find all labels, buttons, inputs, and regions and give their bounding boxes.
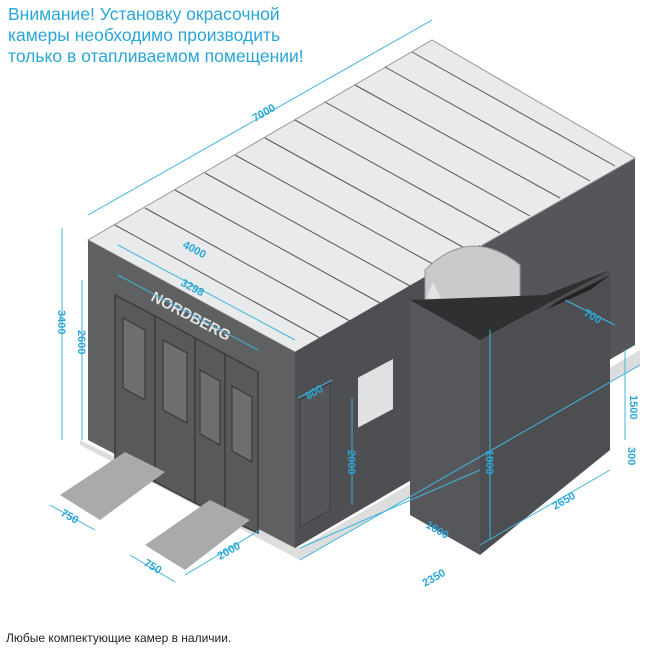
filter-unit-left (410, 300, 480, 555)
side-door (299, 382, 331, 528)
roof (86, 39, 637, 353)
dim-filter-unit-height: 1800 (483, 450, 495, 474)
installation-warning: Внимание! Установку окрасочной камеры не… (8, 4, 304, 67)
dim-door-height: 2600 (75, 330, 87, 354)
dim-offset: 2350 (421, 567, 448, 590)
door-windows (122, 317, 253, 463)
ramp-right (145, 500, 250, 570)
dimension-lines (49, 19, 641, 583)
warning-line: Внимание! Установку окрасочной (8, 4, 280, 24)
warning-line: только в отапливаемом помещении! (8, 46, 304, 66)
filter-opening (545, 275, 610, 310)
ramp-left (60, 452, 165, 520)
dim-height-total: 3400 (55, 310, 67, 334)
dim-side-door-height: 2000 (345, 450, 357, 474)
floor-shadow (80, 350, 640, 560)
warning-line: камеры необходимо производить (8, 25, 281, 45)
exhaust-arrow (426, 282, 441, 298)
dim-ramp2-width: 750 (142, 557, 164, 577)
filter-unit-front (480, 270, 610, 555)
dim-length-total: 7000 (251, 102, 278, 125)
dim-ramp1-width: 750 (59, 507, 81, 527)
filter-unit-top (410, 270, 610, 340)
control-cabinet (358, 359, 393, 428)
roof-ribs (114, 51, 616, 339)
footnote: Любые компектующие камер в наличии. (6, 631, 232, 645)
dim-base-height: 300 (625, 447, 637, 465)
dim-filter-height: 1500 (627, 395, 639, 419)
